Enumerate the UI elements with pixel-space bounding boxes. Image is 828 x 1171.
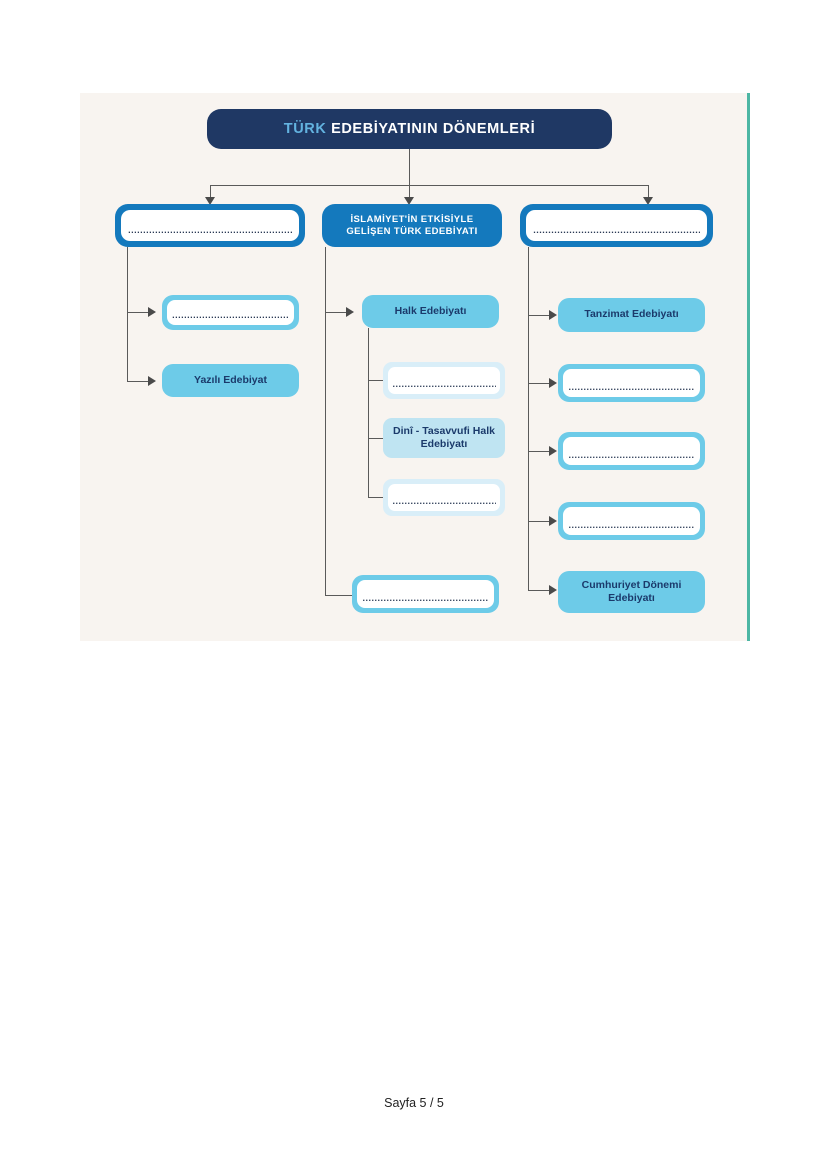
right-branch-box-5[interactable]: Cumhuriyet Dönemi Edebiyatı: [558, 571, 705, 613]
right-branch-box-4[interactable]: ........................................…: [558, 502, 705, 540]
connector-middle-arm-2: [325, 595, 358, 597]
diagram-panel: TÜRK EDEBİYATININ DÖNEMLERİ ............…: [80, 93, 748, 641]
level1-box-1[interactable]: ........................................…: [115, 204, 305, 247]
middle-branch-box-1-label: Halk Edebiyatı: [394, 304, 467, 317]
connector-right-arm-2: [528, 383, 551, 385]
connector-title-drop-left: [210, 185, 212, 199]
arrow-right-middle-1: [346, 307, 354, 317]
middle-sub-box-3[interactable]: ........................................…: [383, 479, 505, 516]
level1-box-2-label: İSLAMİYET'İN ETKİSİYLE GELİŞEN TÜRK EDEB…: [346, 213, 478, 237]
connector-right-arm-5: [528, 590, 551, 592]
connector-left-spine: [127, 247, 129, 382]
middle-sub-box-3-blank-line: ........................................…: [392, 495, 496, 506]
left-branch-box-2[interactable]: Yazılı Edebiyat: [162, 364, 299, 397]
right-branch-box-4-inner: ........................................…: [563, 507, 700, 535]
level1-box-3-inner: ........................................…: [526, 210, 707, 241]
arrow-down-left: [205, 197, 215, 205]
connector-middle-sub-arm-2: [368, 438, 391, 440]
level1-box-1-inner: ........................................…: [121, 210, 299, 241]
right-branch-box-4-blank-line: ........................................…: [568, 519, 695, 530]
middle-sub-box-3-inner: ........................................…: [388, 484, 500, 511]
arrow-right-left-2: [148, 376, 156, 386]
middle-branch-box-1[interactable]: Halk Edebiyatı: [362, 295, 499, 328]
middle-branch-box-2-inner: ........................................…: [357, 580, 494, 608]
diagram-title-box: TÜRK EDEBİYATININ DÖNEMLERİ: [207, 109, 612, 149]
connector-right-arm-3: [528, 451, 551, 453]
middle-branch-box-2-blank-line: ........................................…: [362, 592, 489, 603]
arrow-right-right-4: [549, 516, 557, 526]
left-branch-box-2-label: Yazılı Edebiyat: [194, 373, 267, 386]
connector-title-bar: [210, 185, 649, 187]
left-branch-box-1[interactable]: ........................................…: [162, 295, 299, 330]
connector-middle-sub-arm-1: [368, 380, 391, 382]
connector-left-arm-2: [127, 381, 150, 383]
diagram-title-rest: EDEBİYATININ DÖNEMLERİ: [331, 120, 536, 137]
level1-box-2[interactable]: İSLAMİYET'İN ETKİSİYLE GELİŞEN TÜRK EDEB…: [322, 204, 502, 247]
middle-sub-box-1-inner: ........................................…: [388, 367, 500, 394]
middle-sub-box-1-blank-line: ........................................…: [392, 378, 496, 389]
right-branch-box-5-label: Cumhuriyet Dönemi Edebiyatı: [581, 578, 682, 604]
middle-sub-box-2[interactable]: Dinî - Tasavvufi Halk Edebiyatı: [383, 418, 505, 458]
page-footer: Sayfa 5 / 5: [384, 1096, 444, 1110]
connector-right-arm-1: [528, 315, 551, 317]
arrow-right-right-1: [549, 310, 557, 320]
arrow-right-left-1: [148, 307, 156, 317]
left-branch-box-1-inner: ........................................…: [167, 300, 294, 325]
connector-right-spine: [528, 247, 530, 591]
connector-left-arm-1: [127, 312, 150, 314]
right-branch-box-1[interactable]: Tanzimat Edebiyatı: [558, 298, 705, 332]
arrow-right-right-3: [549, 446, 557, 456]
middle-sub-box-1[interactable]: ........................................…: [383, 362, 505, 399]
connector-middle-arm-1: [325, 312, 348, 314]
arrow-down-right: [643, 197, 653, 205]
right-branch-box-3-blank-line: ........................................…: [568, 449, 695, 460]
connector-right-arm-4: [528, 521, 551, 523]
connector-title-drop-mid: [409, 185, 411, 199]
diagram-title-highlight: TÜRK: [283, 120, 327, 137]
right-branch-box-2[interactable]: ........................................…: [558, 364, 705, 402]
connector-middle-spine: [325, 247, 327, 596]
arrow-right-right-2: [549, 378, 557, 388]
middle-branch-box-2[interactable]: ........................................…: [352, 575, 499, 613]
connector-title-stem: [409, 149, 411, 186]
connector-title-drop-right: [648, 185, 650, 199]
arrow-right-right-5: [549, 585, 557, 595]
right-branch-box-2-inner: ........................................…: [563, 369, 700, 397]
diagram-title-text: TÜRK EDEBİYATININ DÖNEMLERİ: [207, 120, 612, 138]
right-branch-box-3-inner: ........................................…: [563, 437, 700, 465]
middle-sub-box-2-label: Dinî - Tasavvufi Halk Edebiyatı: [393, 424, 495, 450]
right-branch-box-3[interactable]: ........................................…: [558, 432, 705, 470]
level1-box-1-blank-line: ........................................…: [128, 224, 292, 235]
right-branch-box-1-label: Tanzimat Edebiyatı: [584, 308, 679, 321]
level1-box-3-blank-line: ........................................…: [533, 224, 700, 235]
right-branch-box-2-blank-line: ........................................…: [568, 381, 695, 392]
arrow-down-mid: [404, 197, 414, 205]
connector-middle-sub-arm-3: [368, 497, 391, 499]
panel-accent-line: [747, 93, 750, 641]
left-branch-box-1-blank-line: ........................................…: [172, 309, 289, 320]
level1-box-3[interactable]: ........................................…: [520, 204, 713, 247]
connector-middle-sub-spine: [368, 328, 370, 498]
